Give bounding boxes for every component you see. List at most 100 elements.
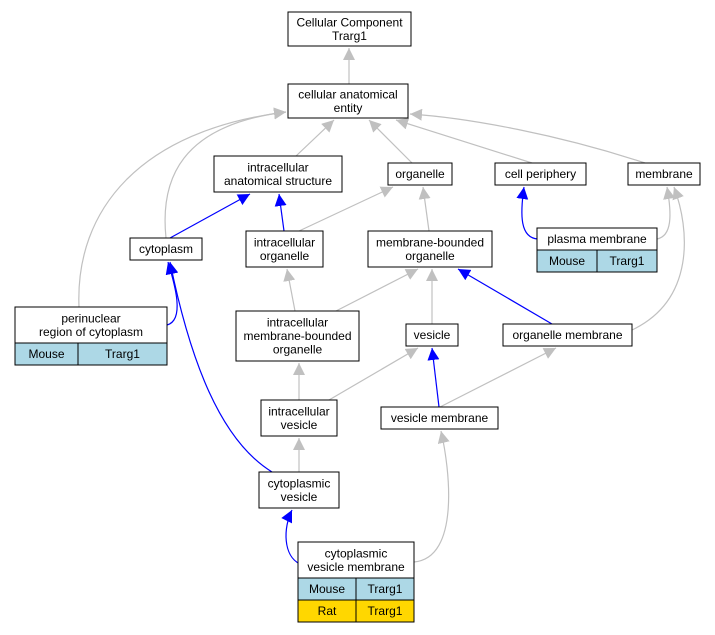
edge-orgmem-to-membrane: [631, 186, 685, 331]
node-box: [627, 162, 701, 186]
node-box: [235, 310, 360, 362]
node-label-line: organelle: [405, 249, 455, 263]
species-cell-label: Rat: [318, 604, 337, 618]
node-label-line: intracellular: [268, 404, 329, 418]
node-label-line: cellular anatomical: [298, 87, 397, 101]
node-cytoplasm[interactable]: cytoplasm: [129, 237, 203, 261]
node-box: [14, 306, 168, 344]
edge-imbo-to-mbo: [335, 268, 419, 312]
node-label-line: organelle membrane: [512, 328, 622, 342]
node-label-line: entity: [334, 101, 363, 115]
node-label-line: intracellular: [254, 235, 315, 249]
edge-cytves-to-cytoplasm: [166, 261, 273, 473]
gene-cell-label: Trarg1: [368, 604, 403, 618]
node-box: [258, 471, 340, 509]
gene-cell: [77, 342, 168, 366]
node-label-line: vesicle membrane: [391, 411, 489, 425]
node-label-line: intracellular: [267, 316, 328, 330]
node-label-line: cytoplasmic: [268, 476, 331, 490]
node-label-line: intracellular: [247, 160, 308, 174]
node-label-line: membrane-bounded: [243, 329, 351, 343]
edge-cvm-to-cytves: [281, 509, 301, 565]
edge-vesmem-to-orgmem: [439, 347, 557, 408]
node-organelle[interactable]: organelle: [387, 162, 453, 186]
species-cell-label: Mouse: [549, 254, 585, 268]
node-box: [260, 399, 338, 437]
gene-cell: [596, 249, 658, 273]
edges-layer: [78, 48, 685, 565]
gene-cell-label: Trarg1: [368, 582, 403, 596]
species-cell-label: Mouse: [309, 582, 345, 596]
edge-pm-to-membrane: [656, 186, 676, 240]
node-box: [502, 323, 633, 347]
node-label-line: anatomical structure: [224, 174, 332, 188]
node-cellperiph[interactable]: cell periphery: [494, 162, 587, 186]
node-box: [213, 155, 343, 193]
node-box: [245, 230, 324, 268]
node-box: [129, 237, 203, 261]
node-label-line: plasma membrane: [547, 232, 647, 246]
node-label-line: organelle: [273, 343, 323, 357]
edge-membrane-to-cae: [409, 108, 646, 164]
node-label-line: region of cytoplasm: [39, 325, 143, 339]
node-vesmem[interactable]: vesicle membrane: [380, 406, 499, 430]
node-orgmem[interactable]: organelle membrane: [502, 323, 633, 347]
node-label-line: Trarg1: [332, 29, 367, 43]
node-box: [405, 323, 459, 347]
species-cell-label: Mouse: [28, 347, 64, 361]
node-label-line: cytoplasm: [139, 242, 193, 256]
edge-intves-to-vesicle: [328, 347, 419, 401]
edge-imbo-to-intorg: [283, 268, 296, 312]
node-label-line: vesicle: [281, 490, 318, 504]
node-label-line: perinuclear: [61, 311, 120, 325]
edge-pm-to-cellperiph: [516, 186, 539, 240]
gene-cell-label: Trarg1: [610, 254, 645, 268]
node-box: [494, 162, 587, 186]
node-box: [380, 406, 499, 430]
node-box: [387, 162, 453, 186]
node-box: [287, 11, 412, 47]
node-label-line: Cellular Component: [296, 15, 403, 29]
edge-vesmem-to-vesicle: [427, 347, 440, 408]
gene-cell: [355, 599, 415, 623]
edge-mbo-to-organelle: [418, 186, 431, 232]
node-label-line: membrane: [635, 167, 693, 181]
edge-ias-to-cae: [295, 119, 335, 157]
node-membrane[interactable]: membrane: [627, 162, 701, 186]
node-label-line: organelle: [395, 167, 445, 181]
edge-cellperiph-to-cae: [395, 117, 533, 164]
node-box: [367, 230, 493, 268]
edge-cytoplasm-to-cae: [164, 107, 287, 239]
edge-intorg-to-organelle: [298, 186, 394, 232]
node-label-line: vesicle membrane: [307, 560, 405, 574]
node-label-line: cell periphery: [505, 167, 576, 181]
node-box: [297, 541, 415, 579]
node-box: [287, 83, 409, 119]
edge-orgmem-to-mbo: [457, 268, 553, 325]
edge-cytoplasm-to-ias: [169, 193, 251, 239]
node-label-line: membrane-bounded: [376, 235, 484, 249]
node-label-line: organelle: [260, 249, 310, 263]
gene-cell-label: Trarg1: [105, 347, 140, 361]
node-vesicle[interactable]: vesicle: [405, 323, 459, 347]
node-label-line: cytoplasmic: [325, 546, 388, 560]
edge-cvm-to-vesmem: [413, 430, 450, 563]
edge-perinuc-to-cae: [78, 107, 287, 308]
node-label-line: vesicle: [414, 328, 451, 342]
edge-intorg-to-ias: [274, 193, 287, 232]
node-label-line: vesicle: [281, 418, 318, 432]
edge-organelle-to-cae: [368, 119, 413, 164]
